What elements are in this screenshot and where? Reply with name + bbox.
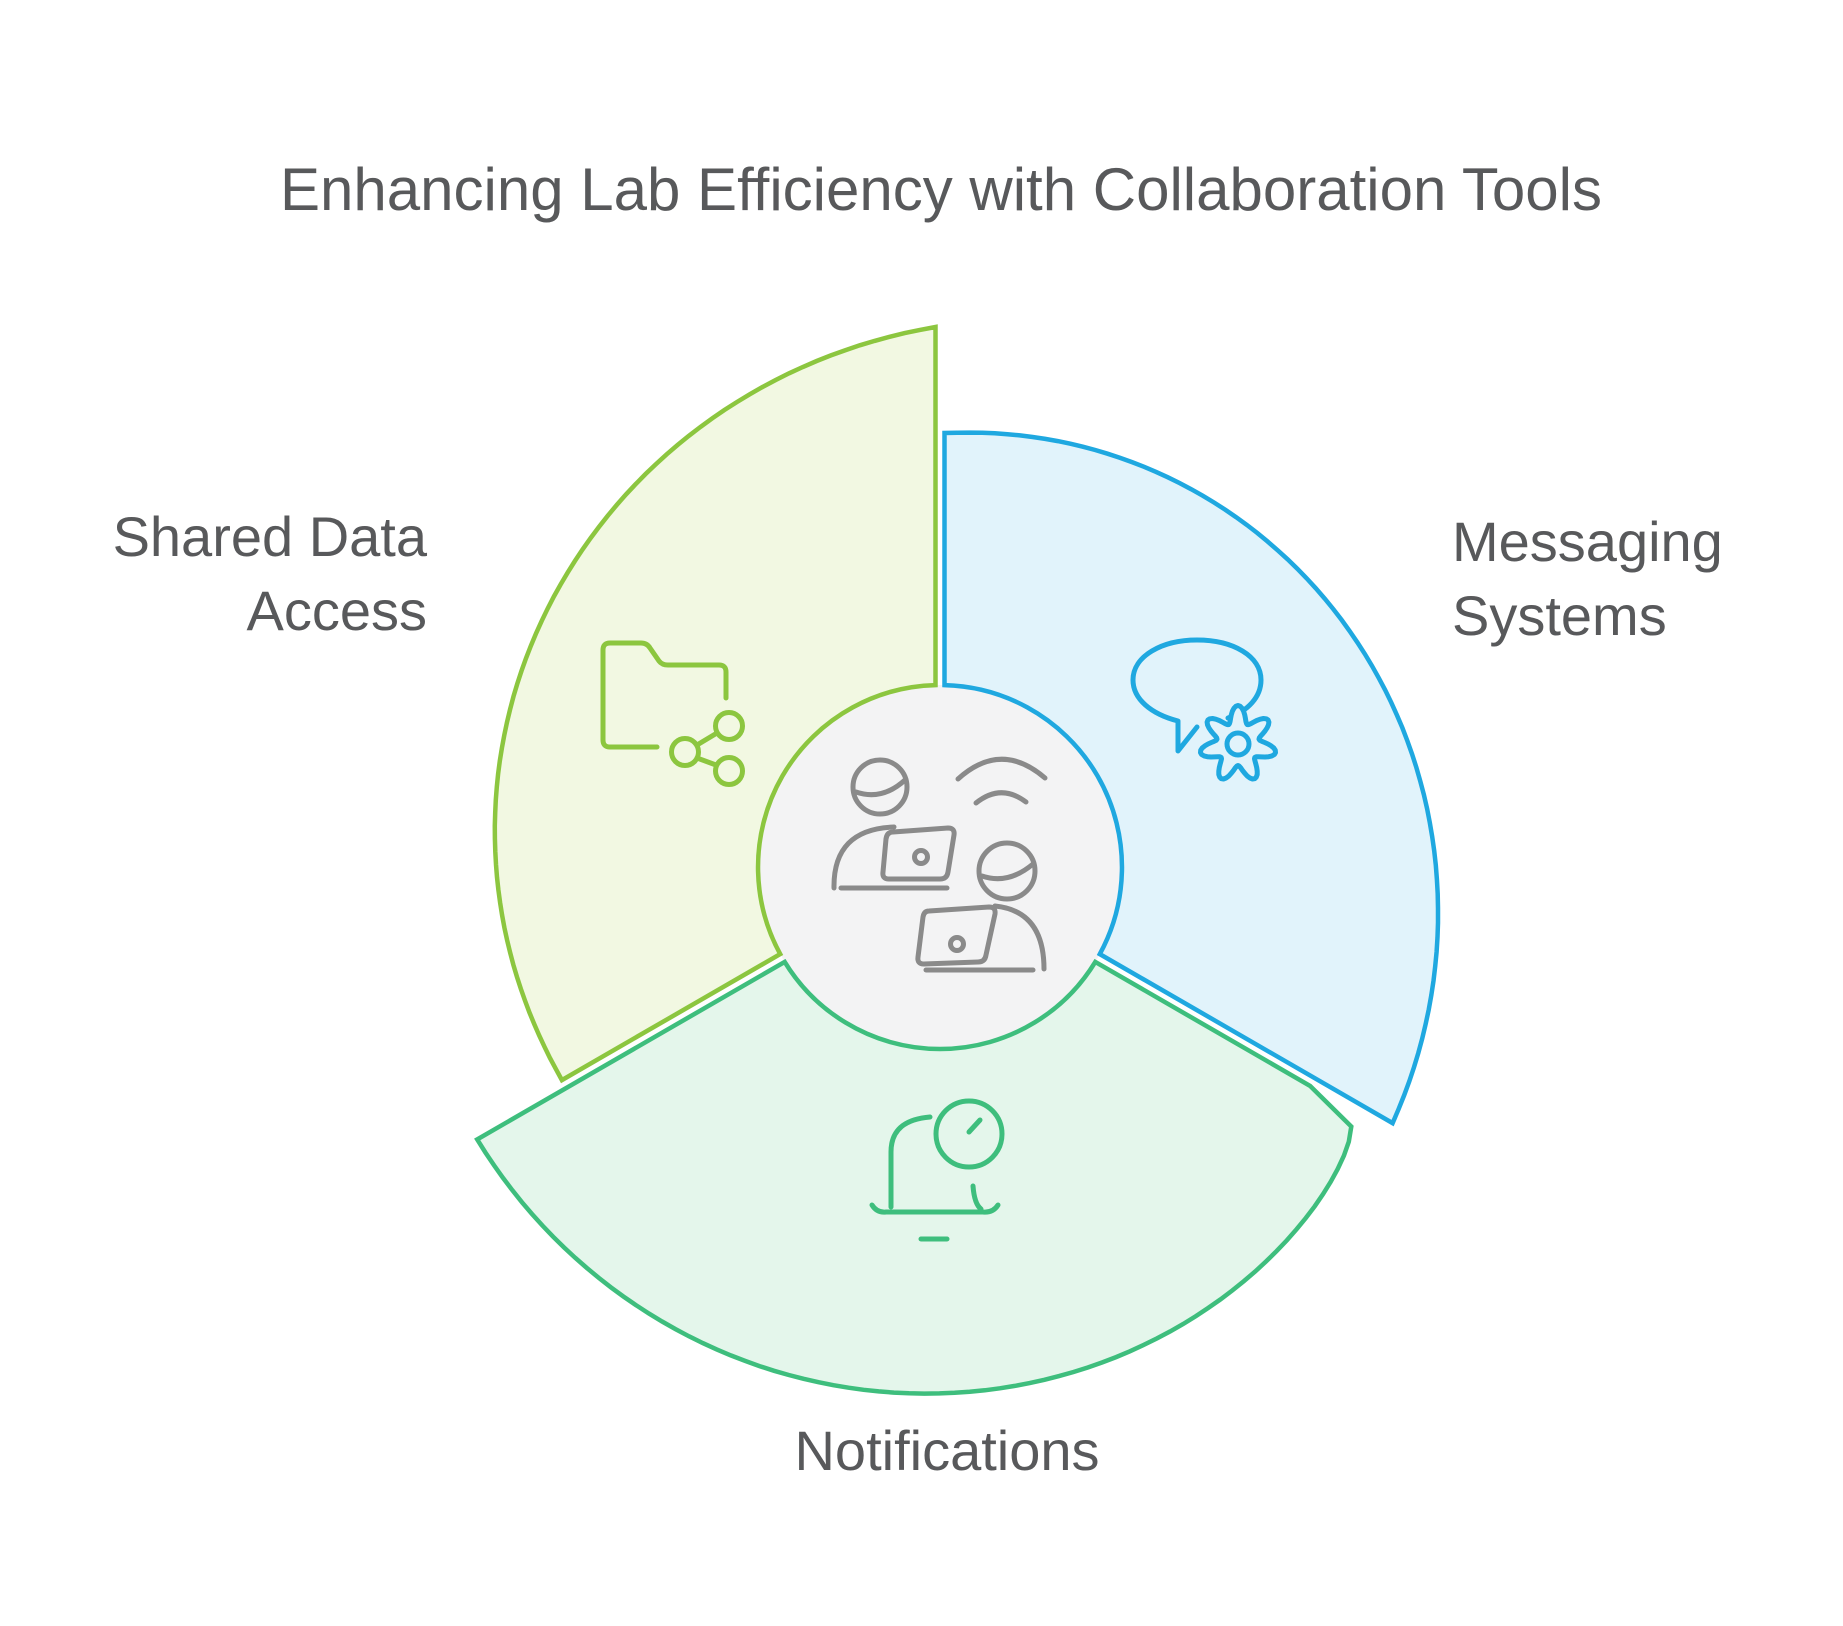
bell-right — [970, 1183, 984, 1212]
segment-label-notifications: Notifications — [794, 1414, 1099, 1488]
label-line: Messaging — [1452, 510, 1723, 573]
bell-clock-icon — [869, 1098, 1005, 1242]
label-line: Notifications — [794, 1419, 1100, 1482]
people-collaborating-icon — [831, 756, 1048, 973]
share-node — [713, 755, 745, 787]
gear-icon — [1198, 703, 1278, 782]
segment-wedge-messaging-systems — [942, 430, 1441, 1127]
segment-wedge-notifications — [474, 958, 1354, 1396]
page-title: Enhancing Lab Efficiency with Collaborat… — [280, 156, 1602, 224]
share-node — [713, 710, 745, 742]
wifi-outer-arc — [955, 756, 1048, 782]
label-line: Systems — [1452, 584, 1667, 647]
person1-torso — [831, 824, 897, 891]
share-node — [669, 736, 701, 768]
chat-bubble — [1130, 637, 1264, 754]
laptop1-dot — [912, 848, 930, 866]
label-line: Access — [246, 579, 428, 642]
person1-hair — [853, 777, 908, 798]
chat-gear-icon — [1130, 637, 1278, 782]
gear-hub — [1224, 730, 1252, 758]
person1-head — [850, 757, 910, 817]
folder-share-icon — [600, 640, 745, 787]
share-link — [694, 755, 719, 768]
label-line: Shared Data — [112, 505, 427, 568]
share-link — [694, 730, 720, 748]
clock-hand — [966, 1117, 983, 1135]
bell-left — [888, 1114, 933, 1210]
segment-wedge-shared-data-access — [492, 324, 938, 1084]
person2-hair — [979, 861, 1036, 882]
segment-label-shared-data-access: Shared Data Access — [113, 500, 427, 648]
folder-outline — [600, 640, 729, 750]
segment-label-messaging-systems: Messaging Systems — [1452, 505, 1723, 653]
person2-head — [976, 840, 1038, 902]
laptop2-dot — [948, 935, 966, 953]
segment-wedges — [474, 324, 1441, 1396]
wifi-inner-arc — [973, 790, 1029, 806]
person2-torso — [992, 903, 1047, 972]
bell-base — [869, 1202, 1001, 1215]
